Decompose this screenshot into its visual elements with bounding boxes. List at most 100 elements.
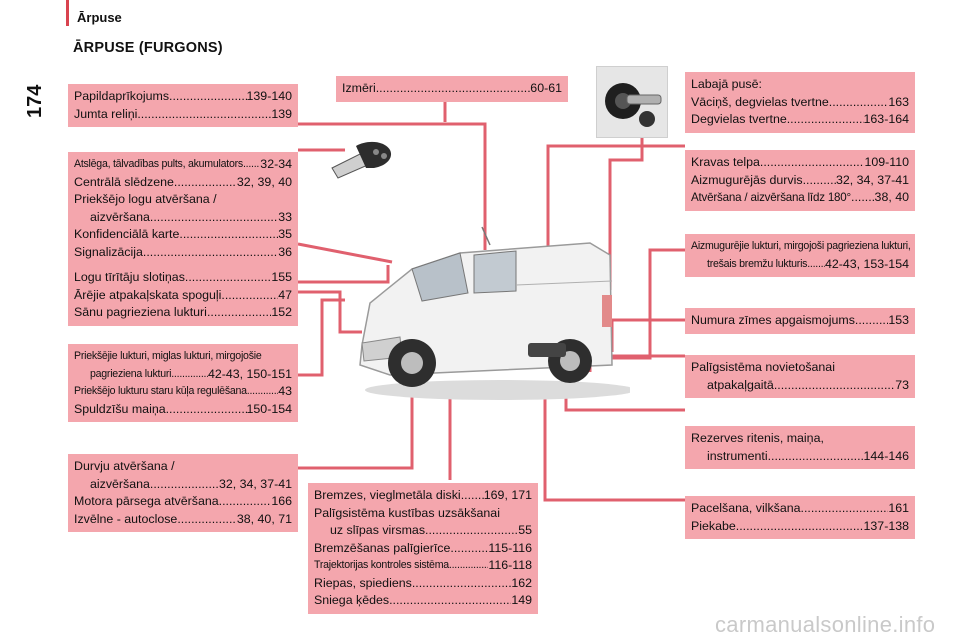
entry-page: 35 (278, 227, 292, 241)
box-plate: Numura zīmes apgaismojums153 (685, 308, 915, 334)
entry-page: 43 (278, 384, 292, 398)
leader-dots (450, 540, 488, 558)
entry-label: Numura zīmes apgaismojums (691, 313, 855, 327)
leader-dots (171, 366, 208, 384)
line-rear-lights (600, 248, 685, 360)
entry-label: Atvēršana / aizvēršana līdz 180° (691, 191, 851, 204)
leader-dots (177, 511, 237, 529)
leader-dots (166, 401, 247, 419)
index-entry: trešais bremžu lukturis42-43, 153-154 (691, 256, 909, 274)
index-entry: Izmēri 60-61 (342, 80, 562, 98)
box-parking: Palīgsistēma novietošanai atpakaļgaitā 73 (685, 355, 915, 398)
entry-label: Priekšējo lukturu staru kūļa regulēšana (74, 385, 247, 397)
index-entry: Priekšējo lukturu staru kūļa regulēšana 4… (74, 383, 292, 401)
entry-label: Aizmugurējās durvis (691, 172, 803, 187)
leader-dots (412, 575, 512, 593)
leader-dots (425, 522, 518, 540)
right-side-heading: Labajā pusē: (691, 77, 762, 91)
entry-label: uz slīpas virsmas (330, 523, 426, 537)
entry-label: Ārējie atpakaļskata spoguļi (74, 287, 222, 302)
line-towing (543, 382, 685, 502)
entry-label: Centrālā slēdzene (74, 174, 174, 189)
index-entry: Degvielas tvertne163-164 (691, 111, 909, 129)
section-label: Ārpuse (77, 10, 122, 25)
entry-page: 163 (888, 94, 909, 109)
entry-page: 32-34 (260, 157, 292, 171)
entry-label: Papildaprīkojums (74, 89, 170, 103)
entry-label: Atslēga, tālvadības pults, akumulators (74, 158, 243, 170)
entry-page: 32, 34, 37-41 (218, 476, 292, 491)
leader-dots (461, 487, 484, 505)
entry-text: Rezerves ritenis, maiņa, (691, 431, 824, 445)
entry-page: 139 (271, 106, 292, 121)
watermark: carmanualsonline.info (715, 612, 936, 637)
box-brakes: Bremzes, vieglmetāla diski169, 171Palīgs… (308, 483, 538, 614)
index-entry: Centrālā slēdzene32, 39, 40 (74, 174, 292, 192)
index-entry: Spuldzīšu maiņa 150-154 (74, 401, 292, 419)
index-entry: Pacelšana, vilkšana 161 (691, 500, 909, 518)
entry-label: Vāciņš, degvielas tvertne (691, 94, 829, 109)
box-doors: Durvju atvēršana /aizvēršana32, 34, 37-4… (68, 454, 298, 532)
entry-label: instrumenti (707, 448, 768, 463)
index-entry: Motora pārsega atvēršana166 (74, 493, 292, 511)
leader-dots (143, 244, 278, 262)
entry-label: pagrieziena lukturi (90, 367, 172, 380)
entry-label: Piekabe (691, 518, 736, 533)
page-title: ĀRPUSE (FURGONS) (73, 40, 223, 56)
entry-page: 73 (895, 377, 909, 392)
leader-dots (768, 448, 864, 466)
leader-dots (801, 500, 889, 518)
entry-page: 42-43, 153-154 (824, 256, 909, 271)
entry-page: 36 (278, 244, 292, 259)
entry-page: 169, 171 (483, 488, 532, 502)
leader-dots (174, 174, 237, 192)
box-front-lights: Priekšējie lukturi, miglas lukturi, mirg… (68, 344, 298, 422)
entry-label: Degvielas tvertne (691, 112, 787, 126)
entry-page: 38, 40 (874, 190, 909, 204)
leader-dots (787, 111, 864, 129)
box-key: Atslēga, tālvadības pults, akumulators 32… (68, 152, 298, 265)
leader-dots (855, 312, 888, 330)
entry-page: 155 (271, 270, 292, 284)
leader-dots (736, 518, 864, 536)
leader-dots (150, 476, 219, 494)
leader-dots (169, 88, 246, 106)
entry-label: Trajektorijas kontroles sistēma (314, 559, 449, 571)
box-wipers: Logu tīrītāju slotiņas155Ārējie atpakaļs… (68, 265, 298, 326)
index-entry: Bremzēšanas palīgierīce115-116 (314, 540, 532, 558)
leader-dots (851, 189, 875, 207)
entry-page: 150-154 (246, 401, 292, 416)
index-entry: Atslēga, tālvadības pults, akumulators 32… (74, 156, 292, 174)
entry-label: Izmēri (342, 81, 376, 95)
index-entry: Sniega ķēdes149 (314, 592, 532, 610)
index-entry: Izvēlne - autoclose38, 40, 71 (74, 511, 292, 529)
index-entry: Piekabe137-138 (691, 518, 909, 536)
line-brakes (420, 388, 452, 480)
entry-label: Spuldzīšu maiņa (74, 401, 166, 416)
section-accent-bar (66, 0, 69, 26)
entry-label: Signalizācija (74, 244, 143, 259)
entry-page: 115-116 (488, 540, 532, 555)
leader-dots (221, 287, 278, 305)
leader-dots (179, 226, 278, 244)
entry-page: 60-61 (530, 81, 562, 95)
entry-label: Pacelšana, vilkšana (691, 501, 801, 515)
leader-dots (247, 383, 278, 401)
leader-dots (829, 94, 889, 112)
index-entry: Kravas telpa109-110 (691, 154, 909, 172)
index-entry: Logu tīrītāju slotiņas155 (74, 269, 292, 287)
index-entry: Atvēršana / aizvēršana līdz 180° 38, 40 (691, 189, 909, 207)
entry-label: atpakaļgaitā (707, 377, 774, 392)
entry-label: Riepas, spiediens (314, 575, 412, 590)
box-dimensions: Izmēri 60-61 (336, 76, 568, 102)
index-entry: Sānu pagrieziena lukturi152 (74, 304, 292, 322)
entry-text: Priekšējo logu atvēršana / (74, 192, 217, 206)
entry-text: Palīgsistēma novietošanai (691, 360, 835, 374)
line-front-lights (298, 298, 345, 377)
entry-label: Izvēlne - autoclose (74, 511, 178, 526)
index-entry: Papildaprīkojums139-140 (74, 88, 292, 106)
entry-page: 161 (888, 501, 909, 515)
leader-dots (376, 80, 531, 98)
van-illustration (359, 226, 630, 400)
